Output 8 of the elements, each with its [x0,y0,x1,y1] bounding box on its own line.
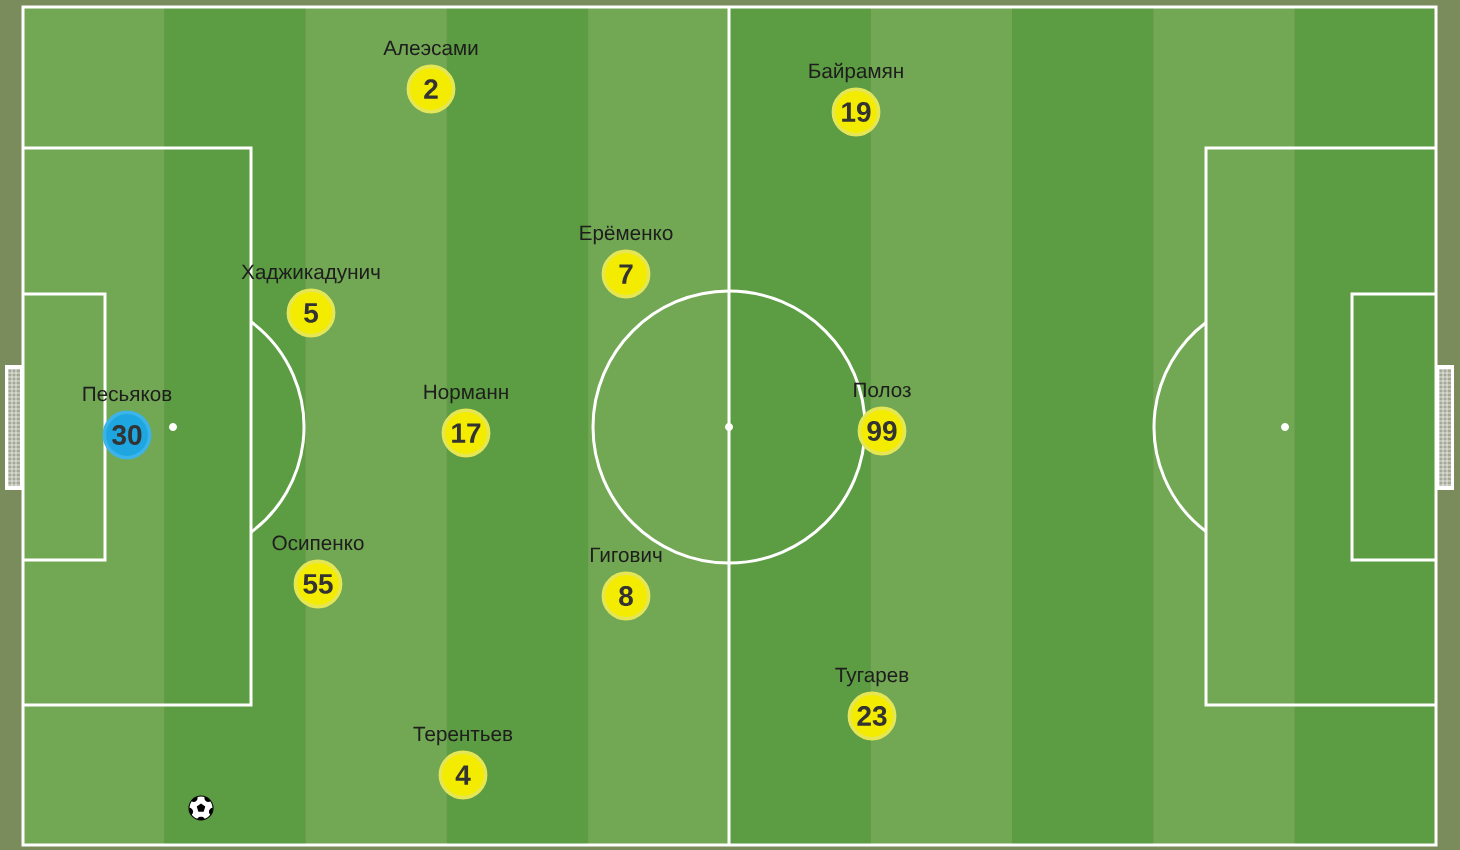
player-name: Норманн [424,384,508,404]
player-name: Тугарев [835,667,909,687]
player-name: Ерёменко [580,225,673,245]
player-name: Байрамян [809,62,903,83]
player-name: Осипенко [272,535,364,551]
player-name: Алеэсами [383,40,478,56]
player-name: Гигович [591,547,662,563]
player-name: Терентьев [413,726,513,746]
